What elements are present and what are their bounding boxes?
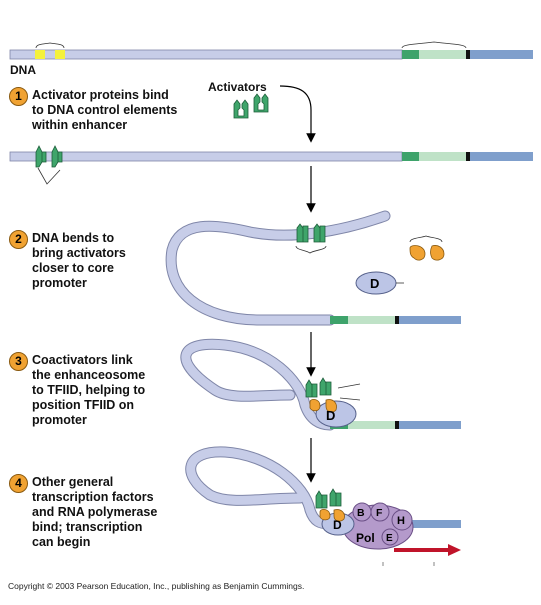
activators-label: Activators [208, 80, 267, 94]
tfiid-label-row5: D [333, 518, 342, 532]
step-2-badge: 2 [9, 230, 28, 249]
step-3-text: Coactivators link the enhanceosome to TF… [32, 353, 146, 427]
transcription-start [466, 50, 470, 59]
transcription-complex: D B F H E Pol [315, 488, 435, 566]
arrow-step1 [279, 85, 316, 143]
tfiid-label-row4: D [326, 408, 335, 423]
tfiih-label: H [397, 515, 405, 527]
enhancer-element [55, 50, 65, 59]
transcription-arrow [394, 544, 461, 556]
tfiih [391, 509, 413, 531]
promoter-region [419, 50, 466, 59]
bound-activators [35, 145, 63, 185]
dna-strand-row1 [9, 41, 533, 60]
dna-strand-row2 [9, 151, 533, 162]
step-2-text: DNA bends to bring activators closer to … [32, 231, 126, 290]
free-activators [233, 93, 269, 119]
promoter-bracket [401, 41, 467, 49]
tfiib-label: B [357, 507, 365, 519]
tfiif [370, 502, 390, 522]
polymerase-label: Pol [356, 531, 375, 545]
tfiid-free: D [355, 271, 404, 295]
step-4-badge: 4 [9, 474, 28, 493]
promoter-element [402, 50, 419, 59]
enhanceosome-row4: D [305, 377, 361, 428]
tfiie-label: E [386, 533, 393, 544]
activators-on-loop [295, 223, 327, 254]
tfiie [381, 528, 399, 546]
coactivators-free [409, 235, 445, 261]
tfiid-label: D [370, 276, 379, 291]
gene [470, 50, 533, 59]
enhancer-bracket [35, 42, 65, 49]
tfiif-label: F [376, 507, 383, 519]
dna-label: DNA [10, 63, 36, 77]
step-1-badge: 1 [9, 87, 28, 106]
enhancer-element [35, 50, 45, 59]
step-4-text: Other general transcription factors and … [32, 475, 158, 549]
step-3-badge: 3 [9, 352, 28, 371]
copyright-notice: Copyright © 2003 Pearson Education, Inc.… [8, 581, 305, 591]
step-1-text: Activator proteins bind to DNA control e… [32, 88, 178, 132]
